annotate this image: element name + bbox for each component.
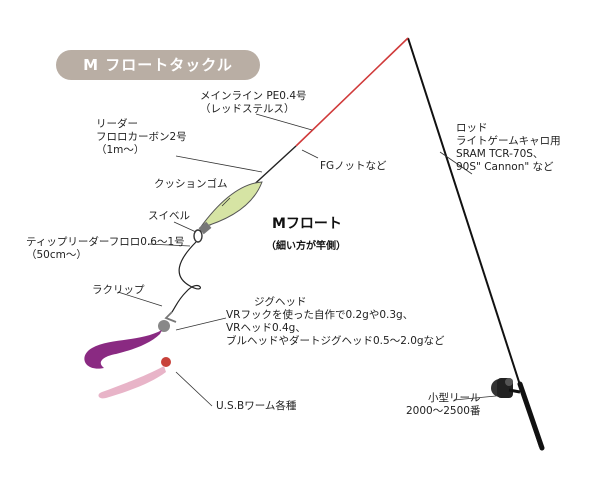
tackle-title: M フロートタックル [56,50,260,80]
main-line-label: メインライン PE0.4号 （レッドステルス） [200,90,307,116]
rod-label-3: SRAM TCR-70S、 [456,148,544,160]
callout-lines [117,113,497,407]
leader-label-2: フロロカーボン2号 [96,131,187,143]
snap-label: ラクリップ [92,284,145,296]
cushion-rubber [198,221,212,235]
reel-label-1: 小型リール [427,392,481,404]
rod-label-2: ライトゲームキャロ用 [456,135,561,147]
swivel-icon [193,229,203,243]
main-line [295,37,409,147]
leader-label: リーダー フロロカーボン2号 （1m〜） [96,118,187,157]
rod-label: ロッド ライトゲームキャロ用 SRAM TCR-70S、 90S" Cannon… [456,122,561,174]
tippet-line [171,241,201,313]
reel-label-2: 2000〜2500番 [406,405,481,417]
snap-icon [164,311,177,323]
rod-label-1: ロッド [456,122,488,134]
float-title: Mフロート [272,216,342,232]
m-float [198,181,263,229]
main-line-label-1: メインライン PE0.4号 [200,90,307,102]
leader-label-3: （1m〜） [96,144,145,156]
rod-label-4: 90S" Cannon" など [456,161,554,173]
swivel-label: スイベル [148,210,190,222]
jighead-label-4: ブルヘッドやダートジグヘッド0.5〜2.0gなど [226,335,445,347]
reel-icon [491,378,521,398]
cushion-label: クッションゴム [154,178,228,190]
jighead-icon [158,320,170,332]
tippet-label-2: （50cm〜） [26,249,87,261]
main-line-label-2: （レッドステルス） [200,103,295,115]
reel-label: 小型リール 2000〜2500番 [406,392,480,418]
worm-pink [98,366,166,399]
leader-label-1: リーダー [96,118,138,130]
jighead-label-1: ジグヘッド [254,296,307,308]
tippet-label: ティップリーダーフロロ0.6〜1号 （50cm〜） [26,236,185,262]
rod-blank [407,37,541,448]
jighead-red [161,357,171,367]
float-note: （細い方が竿側） [266,241,346,252]
worm-label: U.S.Bワーム各種 [216,400,297,412]
rod-grip [517,381,545,451]
jighead-label: ジグヘッド VRフックを使った自作で0.2gや0.3g、 VRヘッド0.4g、 … [226,296,445,348]
worm-purple [84,330,162,369]
tippet-label-1: ティップリーダーフロロ0.6〜1号 [26,236,185,248]
jighead-label-3: VRヘッド0.4g、 [226,322,306,334]
fg-knot-label: FGノットなど [320,160,387,172]
jighead-label-2: VRフックを使った自作で0.2gや0.3g、 [226,309,414,321]
